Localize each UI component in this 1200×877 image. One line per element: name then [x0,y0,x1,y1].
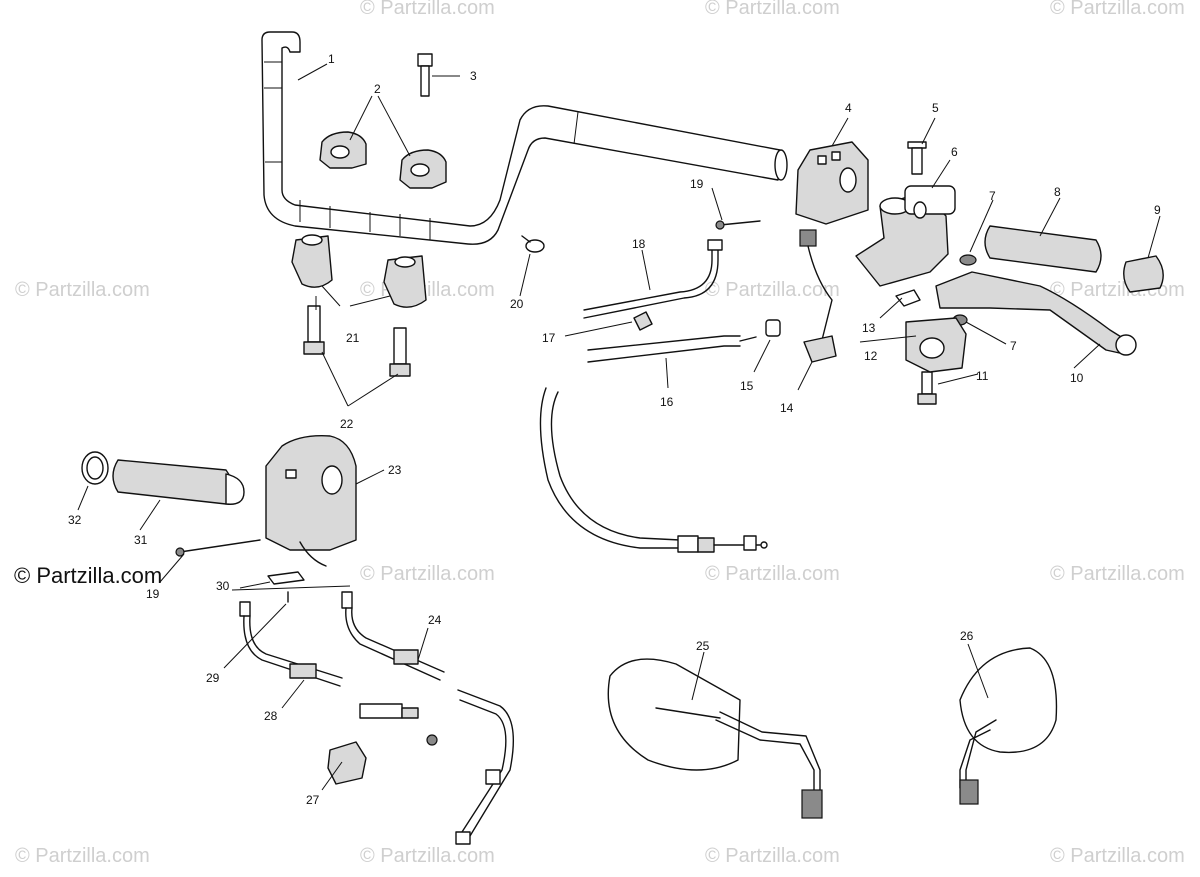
watermark-text: © Partzilla.com [360,845,495,867]
screw-part [715,220,761,230]
watermark-text: © Partzilla.com [705,0,840,19]
callout-4: 4 [845,101,852,115]
callout-25: 25 [696,639,710,653]
watermark-text: © Partzilla.com [360,0,495,19]
cable-upper-part [583,239,723,319]
switch-wire-part [799,229,837,363]
throttle-cable-part [539,387,768,553]
watermark-text: © Partzilla.com [1050,845,1185,867]
callout-20: 20 [510,297,524,311]
ferrule-part [765,319,781,337]
leader-lines [77,63,1161,791]
callout-1: 1 [328,52,335,66]
cable-end-part [633,311,653,331]
callout-13: 13 [862,321,876,335]
callout-2: 2 [374,82,381,96]
callout-10: 10 [1070,371,1084,385]
clip-part [521,235,545,253]
callout-21: 21 [346,331,360,345]
callout-12: 12 [864,349,878,363]
callout-19: 19 [146,587,160,601]
cable-lower-long-part [455,689,515,845]
cable-lower-part [587,335,757,363]
lever-bolt-part [917,371,937,405]
grip-ring-part [81,451,109,485]
watermark-text: © Partzilla.com [15,279,150,301]
handlebar-part [261,31,788,245]
callout-30: 30 [216,579,230,593]
callout-7: 7 [1010,339,1017,353]
watermark-text: © Partzilla.com [1050,0,1185,19]
callout-26: 26 [960,629,974,643]
callout-27: 27 [306,793,320,807]
cable-29-part [239,601,343,687]
callout-24: 24 [428,613,442,627]
lever-bracket-part [855,185,956,287]
callout-11: 11 [976,369,989,383]
callout-32: 32 [68,513,82,527]
watermark-text: © Partzilla.com [1050,279,1185,301]
callout-14: 14 [780,401,794,415]
bolt-part [417,53,433,97]
callout-16: 16 [660,395,674,409]
grip-part [984,225,1102,273]
clamp-cap-part [319,131,447,189]
watermark-main: © Partzilla.com [14,563,162,588]
mirror-right-part [607,658,823,819]
throttle-housing-part [795,141,869,225]
adjuster-part [359,703,438,746]
callout-23: 23 [388,463,402,477]
mirror-left-part [959,647,1058,805]
callout-17: 17 [542,331,556,345]
callout-31: 31 [134,533,148,547]
watermark-text: © Partzilla.com [360,279,495,301]
watermark-text: © Partzilla.com [705,563,840,585]
watermark-layer: © Partzilla.com © Partzilla.com © Partzi… [15,0,1185,867]
watermark-text: © Partzilla.com [1050,563,1185,585]
callout-8: 8 [1054,185,1061,199]
watermark-text: © Partzilla.com [360,563,495,585]
callout-7: 7 [989,189,996,203]
callout-19: 19 [690,177,704,191]
pin-part [907,141,927,175]
callout-9: 9 [1154,203,1161,217]
callout-29: 29 [206,671,220,685]
watermark-text: © Partzilla.com [705,845,840,867]
callout-22: 22 [340,417,354,431]
left-switch-housing-part [265,435,357,567]
screw-part [175,539,261,557]
left-grip-part [112,459,245,505]
callout-3: 3 [470,69,477,83]
riser-bolt-part [303,305,411,377]
watermark-text: © Partzilla.com [705,279,840,301]
lever-clamp-part [905,317,967,373]
riser-part [291,234,427,308]
callout-labels: 1 2 3 4 5 6 7 8 9 7 10 11 12 13 14 15 16… [68,52,1161,807]
callout-18: 18 [632,237,646,251]
callout-15: 15 [740,379,754,393]
plate-part [267,571,305,603]
cable-24-part [341,591,445,681]
watermark-text: © Partzilla.com [15,845,150,867]
sleeve-part [327,741,367,785]
callout-6: 6 [951,145,958,159]
brake-lever-part [935,271,1137,356]
callout-28: 28 [264,709,278,723]
callout-5: 5 [932,101,939,115]
grip-end-part [1123,255,1164,293]
